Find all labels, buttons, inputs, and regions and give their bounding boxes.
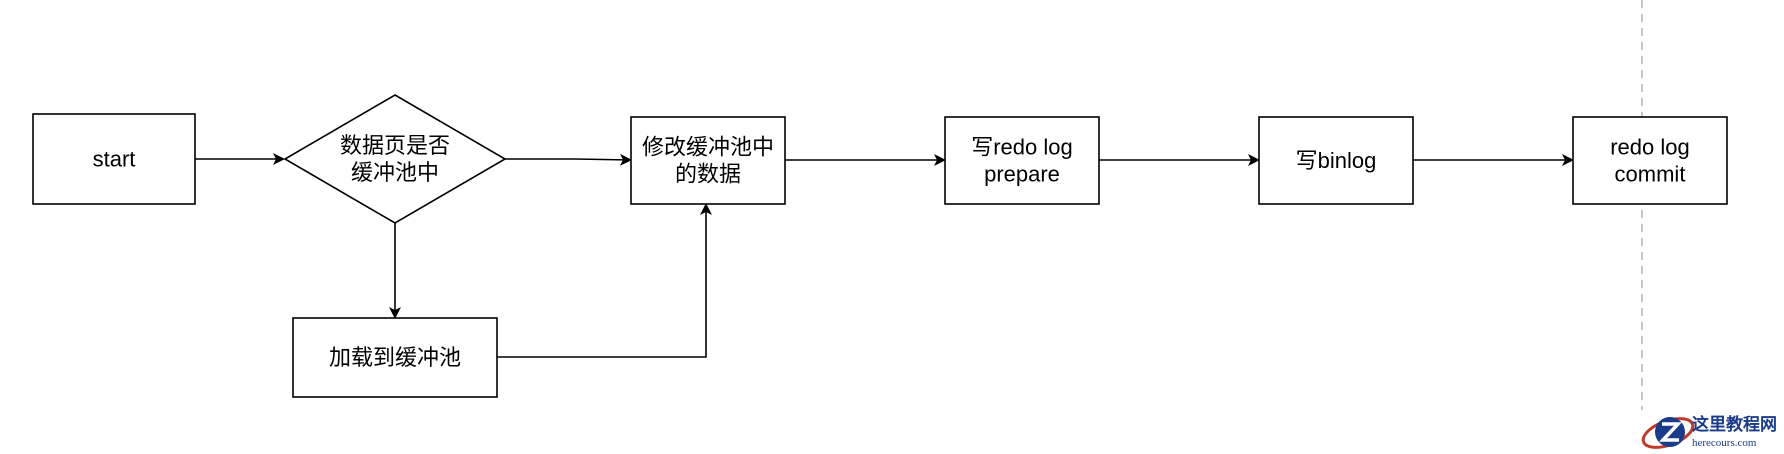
watermark-site-url: herecours.com [1692,437,1757,449]
watermark-site-name: 这里教程网 [1692,414,1777,434]
process-box [1572,116,1728,205]
node-label: prepare [984,162,1060,187]
process-box [292,317,498,398]
edge-in-buffer-pool-to-modify-buffer [505,153,632,166]
process-box [944,116,1100,205]
process-box [32,113,196,205]
node-label: 修改缓冲池中 [642,135,774,160]
process-box [630,116,786,205]
node-write-binlog: 写binlog [1258,116,1414,205]
node-label: 写binlog [1296,148,1377,173]
edge-load-to-buffer-to-modify-buffer [497,203,712,358]
node-start: start [32,113,196,205]
node-label: 的数据 [675,162,741,187]
node-label: start [93,147,136,172]
node-label: 加载到缓冲池 [329,345,461,370]
node-label: commit [1615,162,1686,187]
edge-layer [195,153,1574,358]
z-globe-logo-icon [1641,417,1695,449]
watermark: 这里教程网 herecours.com [1641,414,1777,449]
node-label: 数据页是否 [340,133,450,158]
process-box [1258,116,1414,205]
node-label: 写redo log [971,135,1073,160]
node-load-to-buffer: 加载到缓冲池 [292,317,498,398]
node-label: 缓冲池中 [351,160,439,185]
decision-diamond [283,94,507,224]
node-label: redo log [1610,135,1690,160]
